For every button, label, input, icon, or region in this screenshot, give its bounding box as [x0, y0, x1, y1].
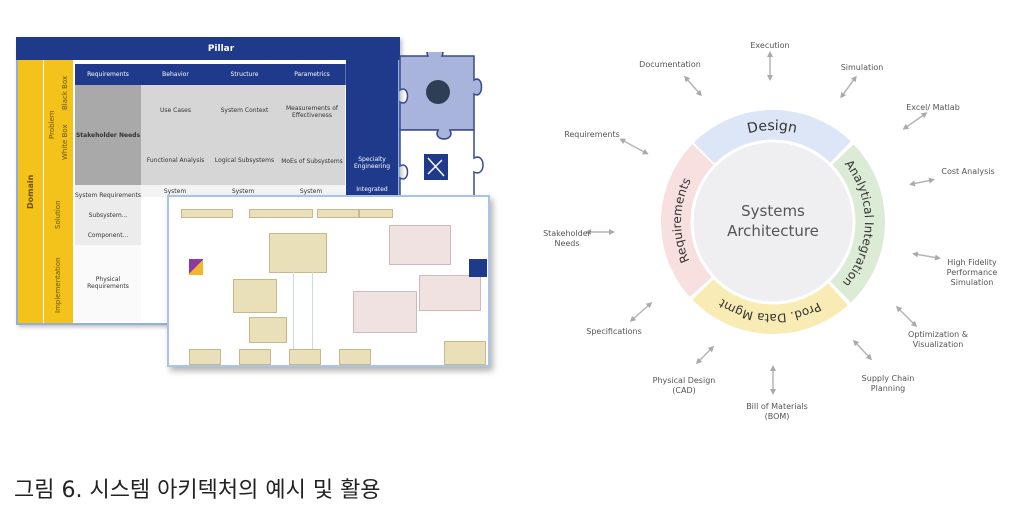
label-line: Planning: [870, 384, 906, 393]
satellite-documentation: Documentation: [639, 60, 701, 69]
software-badge-icon: [469, 259, 487, 277]
cell-moes-subsystems: MoEs of Subsystems: [281, 158, 343, 166]
double-arrow-icon: [852, 339, 873, 361]
cube-logo-icon: [189, 259, 203, 275]
label-line: Visualization: [912, 340, 964, 349]
cell-text: System: [231, 187, 255, 195]
label-line: Bill of Materials: [746, 402, 808, 411]
label-line: Simulation: [950, 278, 994, 287]
double-arrow-icon: [619, 138, 649, 155]
double-arrow-icon: [684, 75, 702, 97]
diagram-block: [269, 233, 327, 273]
diagram-block: [239, 349, 271, 365]
model-diagram-window: [167, 195, 490, 367]
satellite-requirements: Requirements: [564, 130, 620, 139]
satellite-specifications: Specifications: [586, 327, 642, 336]
cell-text: Physical Requirements: [87, 276, 129, 290]
cell-logical-subsystems: Logical Subsystems: [214, 156, 275, 164]
figure-caption: 그림 6. 시스템 아키텍처의 예시 및 활용: [14, 478, 381, 503]
cell-moe: Measurements of Effectiveness: [285, 104, 338, 119]
label-line: Performance: [946, 268, 998, 277]
satellite-optimization: Optimization &Visualization: [908, 330, 968, 350]
column-header-parametrics: Parametrics: [279, 64, 346, 85]
specialty-engineering-label: Specialty Engineering: [354, 156, 390, 170]
label-line: (CAD): [672, 386, 696, 395]
label-line: Supply Chain: [861, 374, 915, 383]
puzzle-pieces: [399, 52, 484, 210]
satellite-cost-analysis: Cost Analysis: [941, 167, 995, 176]
double-arrow-icon: [909, 177, 935, 187]
satellite-simulation: Simulation: [840, 63, 884, 72]
label-line: Optimization &: [908, 330, 968, 339]
label-line: Needs: [554, 239, 580, 248]
diagram-block: [353, 291, 417, 333]
cell-text: Stakeholder Needs: [75, 131, 141, 139]
cell-stakeholder-needs: Stakeholder Needs: [75, 85, 141, 185]
diagram-block: [359, 209, 393, 218]
cell-use-cases: Use Cases: [160, 106, 191, 114]
label-line: (BOM): [764, 412, 790, 421]
table-header: Pillar: [42, 37, 400, 60]
label-line: Stakeholder: [543, 229, 591, 238]
diagram-block: [249, 209, 313, 218]
connector-lines: [293, 271, 313, 351]
cell-component: Component...: [87, 231, 129, 239]
label-line: High Fidelity: [947, 258, 997, 267]
diagram-block: [339, 349, 371, 365]
double-arrow-icon: [629, 302, 653, 322]
row-label-column: Problem Black Box White Box Solution Imp…: [44, 60, 73, 323]
double-arrow-icon: [695, 345, 715, 365]
diagram-block: [444, 341, 486, 365]
cell-functional-analysis: Functional Analysis: [146, 156, 205, 164]
diagram-block: [189, 349, 221, 365]
tool-logo-icon: [426, 80, 450, 104]
label-line: Physical Design: [652, 376, 716, 385]
satellite-execution: Execution: [750, 41, 790, 50]
diagram-block: [181, 209, 233, 218]
cell-text: System: [163, 187, 187, 195]
diagram-block: [389, 225, 451, 265]
double-arrow-icon: [902, 112, 928, 130]
cell-text: System: [299, 187, 323, 195]
double-arrow-icon: [840, 75, 857, 99]
center-title-line1: Systems: [741, 202, 805, 220]
diagram-block: [317, 209, 359, 218]
cell-system-context: System Context: [220, 106, 269, 114]
specialty-column: Specialty Engineering Integrated: [346, 60, 398, 200]
diagram-block: [289, 349, 321, 365]
cell-subsystem: Subsystem...: [88, 211, 128, 219]
double-arrow-icon: [895, 305, 918, 328]
satellite-physical-design: Physical Design(CAD): [653, 376, 716, 396]
center-title-line2: Architecture: [727, 222, 819, 240]
row2-partial: System System System: [141, 185, 345, 197]
header-corner: [16, 37, 42, 60]
center-circle: [690, 139, 856, 305]
integrated-label: Integrated: [356, 186, 388, 193]
satellite-bom: Bill of Materials(BOM): [746, 402, 808, 422]
double-arrow-icon: [912, 251, 941, 261]
cell-system-requirements: System Requirements: [75, 191, 141, 199]
cell-physical-requirements: Physical Requirements: [75, 245, 141, 321]
segment-label-design: Design: [746, 118, 799, 137]
diagram-block: [249, 317, 287, 343]
satellite-excel-matlab: Excel/ Matlab: [906, 103, 960, 112]
diagram-block: [233, 279, 277, 313]
diagram-block: [419, 275, 481, 311]
